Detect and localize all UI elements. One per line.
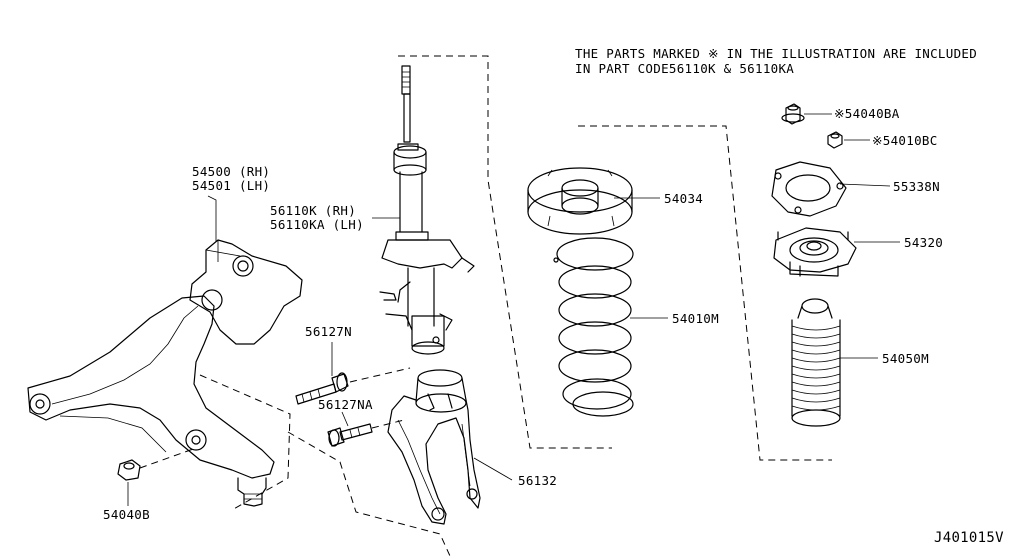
mount-54320 xyxy=(773,227,857,277)
label-56132: 56132 xyxy=(518,473,558,488)
label-56110k-rh: 56110K (RH) xyxy=(270,203,357,218)
bound-bumper-54050m xyxy=(791,298,841,427)
coil-spring-54010m xyxy=(553,237,634,417)
plate-55338n xyxy=(771,161,847,217)
nut-54010bc xyxy=(827,131,843,149)
fork-56132 xyxy=(387,369,481,525)
label-54010m: 54010M xyxy=(672,311,719,326)
diagram-id: J401015V xyxy=(934,530,1004,546)
nut-54040b xyxy=(117,459,141,481)
strut-assembly-dashed-outline xyxy=(398,55,612,449)
bolt-na-dashed-line xyxy=(371,419,405,429)
label-54040b: 54040B xyxy=(103,507,150,522)
mount-assembly-dashed-outline xyxy=(578,125,832,461)
label-54500-rh: 54500 (RH) xyxy=(192,164,271,179)
leader-lines xyxy=(127,113,900,506)
nut-dashed-line xyxy=(139,447,197,469)
bolt-56127n xyxy=(295,372,349,405)
label-54501-lh: 54501 (LH) xyxy=(192,178,271,193)
nut-54040ba xyxy=(781,103,805,125)
lower-arm xyxy=(27,239,303,507)
label-55338n: 55338N xyxy=(893,179,940,194)
label-54050m: 54050M xyxy=(882,351,929,366)
strut-assembly xyxy=(379,65,475,355)
label-56127n: 56127N xyxy=(305,324,352,339)
label-54040ba: ※54040BA xyxy=(834,106,900,121)
label-54010bc: ※54010BC xyxy=(872,133,938,148)
bolt-56127na xyxy=(327,423,373,447)
label-54034: 54034 xyxy=(664,191,704,206)
note-line-1: THE PARTS MARKED ※ IN THE ILLUSTRATION A… xyxy=(575,46,978,61)
bolt-n-dashed-line xyxy=(349,367,411,383)
label-56110ka-lh: 56110KA (LH) xyxy=(270,217,364,232)
note-line-2: IN PART CODE56110K & 56110KA xyxy=(575,61,795,76)
fork-dashed-outline xyxy=(199,374,291,511)
fork-bolt-dashed-line xyxy=(287,431,451,557)
label-56127na: 56127NA xyxy=(318,397,373,412)
spring-seat-54034 xyxy=(527,167,633,235)
label-54320: 54320 xyxy=(904,235,944,250)
